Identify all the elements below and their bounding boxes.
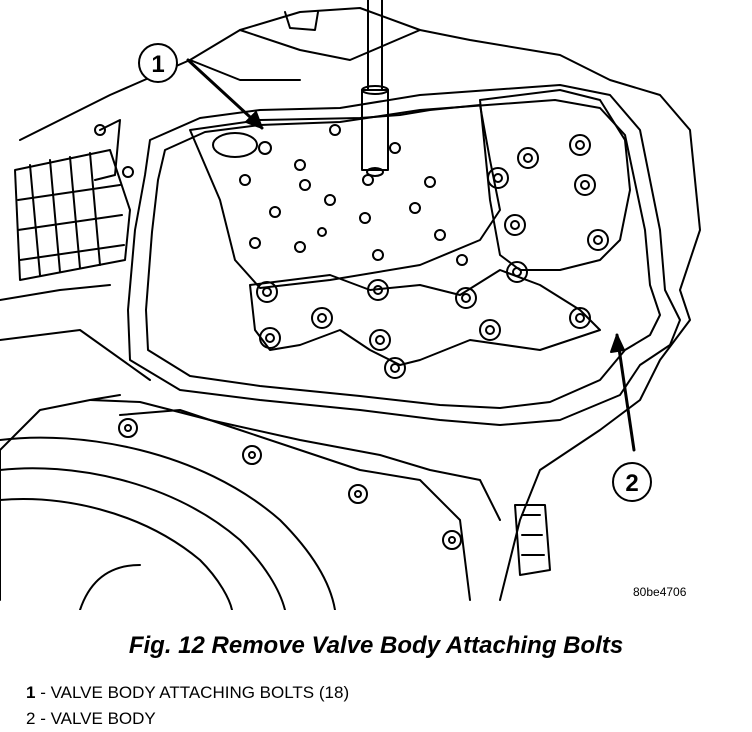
- figure-caption: Fig. 12 Remove Valve Body Attaching Bolt…: [128, 632, 624, 659]
- figure-id: 80be4706: [633, 585, 687, 599]
- plate-bolts: [239, 124, 468, 266]
- callout-1: 1: [138, 43, 264, 130]
- legend-item: 1 - VALVE BODY ATTACHING BOLTS (18): [26, 680, 349, 706]
- illustration-svg: 1 2: [0, 0, 701, 611]
- legend-item-separator: -: [35, 683, 51, 702]
- housing-bolts: [118, 418, 462, 550]
- valve-body-bolts: [256, 134, 609, 379]
- legend-item-text: VALVE BODY ATTACHING BOLTS (18): [50, 683, 350, 702]
- driver-tool: [361, 0, 389, 177]
- callout-2: 2: [610, 333, 652, 502]
- transmission-case: [0, 7, 701, 601]
- legend-item-separator: -: [35, 709, 51, 728]
- valve-body-frame: [249, 89, 631, 379]
- converter-housing: [0, 119, 551, 611]
- callout-2-number: 2: [625, 470, 638, 497]
- legend-item-number: 2: [26, 709, 36, 728]
- valve-body-plate: [189, 104, 501, 289]
- legend-item-text: VALVE BODY: [50, 709, 156, 728]
- legend-item-number: 1: [26, 683, 36, 702]
- legend-item: 2 - VALVE BODY: [26, 706, 349, 732]
- callout-1-number: 1: [151, 51, 164, 78]
- valve-body-illustration: 1 2 80be4706: [0, 0, 701, 611]
- legend: 1 - VALVE BODY ATTACHING BOLTS (18) 2 - …: [26, 680, 349, 732]
